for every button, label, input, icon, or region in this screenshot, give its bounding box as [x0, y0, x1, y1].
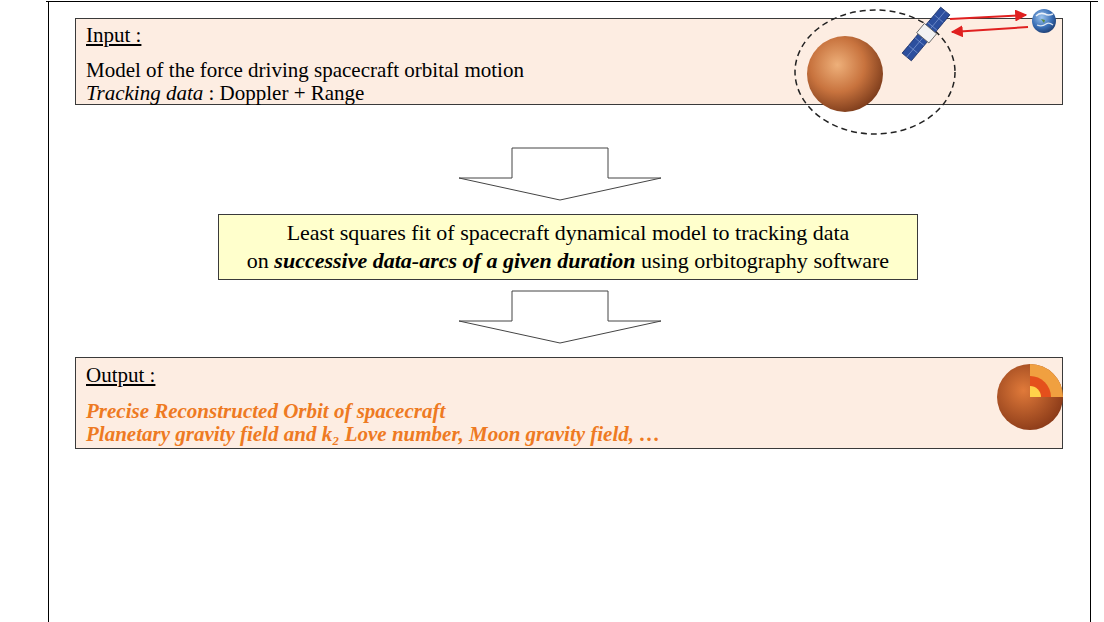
text-part: data [166, 81, 203, 105]
text-part: of [463, 248, 481, 273]
text-part: Least [287, 220, 335, 245]
text-part: squares [340, 220, 406, 245]
text-part: tracking [735, 220, 807, 245]
block-arrow [459, 291, 661, 343]
text-part: software [813, 248, 889, 273]
text-part: orbitography [694, 248, 808, 273]
text-part: on [247, 248, 269, 273]
input-box: Input : Model of the force driving spacec… [75, 18, 1063, 105]
text-part: to [712, 220, 729, 245]
frame-line [1090, 1, 1091, 622]
frame-line [48, 1, 49, 622]
box-heading: Input : [86, 24, 1052, 46]
process-text: Least squares fit of spacecraft dynamica… [231, 219, 905, 275]
text-part: Tracking [86, 81, 161, 105]
process-box: Least squares fit of spacecraft dynamica… [218, 214, 918, 280]
text-part: of [436, 220, 454, 245]
output-box: Output : Precise Reconstructed Orbit of s… [75, 357, 1063, 449]
text-part: a [486, 248, 497, 273]
text-part: given [503, 248, 552, 273]
text-part: model [652, 220, 707, 245]
text-part: successive [274, 248, 367, 273]
text-part: Doppler [220, 81, 289, 105]
text-part: dynamical [555, 220, 647, 245]
text-part: fit [411, 220, 431, 245]
text-part: spacecraft [460, 220, 549, 245]
box-text: Tracking data : Doppler + Range [86, 82, 1052, 104]
box-text: Model of the force driving spacecraft or… [86, 59, 1052, 81]
result-text: Precise Reconstructed Orbit of spacecraf… [86, 400, 1052, 423]
text-part: : [209, 81, 215, 105]
text-part: data [813, 220, 850, 245]
text-part: using [641, 248, 689, 273]
block-arrow [459, 148, 661, 200]
result-text: Planetary gravity field and k₂ Love numb… [86, 423, 1052, 446]
text-part: duration [557, 248, 635, 273]
box-heading: Output : [86, 364, 1052, 386]
frame-line [46, 1, 1098, 2]
text-part: + [294, 81, 306, 105]
text-part: data-arcs [373, 248, 457, 273]
text-part: Range [311, 81, 365, 105]
